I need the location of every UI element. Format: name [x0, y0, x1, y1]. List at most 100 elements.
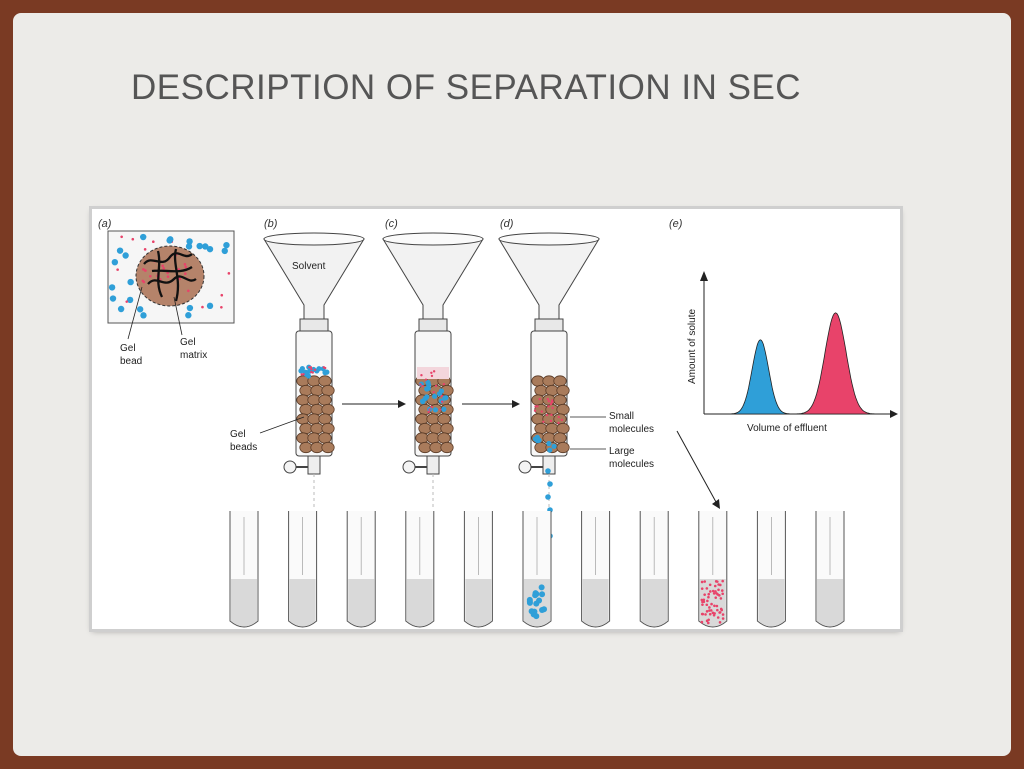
collected-small-molecule [712, 592, 716, 595]
collected-small-molecule [707, 592, 711, 596]
gel-bead [299, 422, 313, 435]
collected-small-molecule [718, 594, 721, 597]
large-molecule-dot [185, 312, 192, 319]
collected-small-molecule [706, 599, 709, 603]
gel-beads-label-1: Gel [230, 429, 246, 440]
small-molecule-dot [300, 373, 303, 376]
small-molecule-dot [125, 300, 129, 303]
gel-bead [307, 413, 321, 425]
test-tube [698, 511, 728, 628]
large-molecule-dot [322, 370, 328, 376]
bead-inner-molecules [141, 253, 190, 293]
small-molecule-dot [302, 373, 305, 376]
collected-small-molecule [708, 606, 711, 609]
test-tube [405, 511, 435, 628]
small-molecule-dot [440, 394, 444, 398]
funnel-rim [263, 232, 365, 246]
large-molecules-label-1: Large [609, 446, 635, 457]
arrow-to-small-tube [676, 430, 717, 503]
collected-small-molecule [703, 580, 707, 583]
gel-bead [437, 432, 451, 444]
gel-bead [307, 432, 321, 444]
collected-small-molecule [702, 598, 706, 602]
funnel [498, 234, 600, 322]
large-molecule-dot [438, 388, 445, 394]
test-tube [815, 511, 845, 628]
gel-bead [426, 432, 440, 444]
small-molecule-dot [550, 413, 553, 417]
falling-large-molecule [545, 468, 551, 474]
gel-bead [534, 441, 548, 454]
tube-liquid [289, 579, 316, 627]
collected-small-molecule [700, 580, 704, 584]
gel-bead [556, 403, 570, 416]
stopcock-handle [402, 460, 416, 474]
small-molecule-dot [308, 366, 311, 369]
tube-liquid [641, 579, 668, 627]
small-molecule-dot [538, 397, 541, 401]
tube-liquid [406, 579, 433, 627]
panel-c-label: (c) [385, 218, 398, 230]
stopcock-body [426, 455, 440, 475]
large-molecule-dot [185, 243, 193, 250]
collected-small-molecule [715, 580, 719, 583]
collected-small-molecule [706, 621, 710, 625]
collected-small-molecule [714, 596, 718, 599]
large-molecule-dot [223, 241, 230, 249]
small-molecule-dot [551, 406, 554, 410]
small-molecule-dot [144, 269, 147, 272]
collected-small-molecule [718, 621, 722, 624]
small-molecule-dot [166, 271, 169, 275]
gel-bead [437, 413, 451, 425]
small-molecule-dot [438, 408, 442, 411]
gel-matrix-lines [143, 248, 197, 302]
gel-bead [310, 441, 324, 454]
small-molecule-dot [430, 374, 434, 378]
tube-liquid [231, 579, 257, 627]
small-molecule-dot [533, 409, 537, 412]
gel-bead [534, 422, 548, 435]
x-axis-label: Volume of effluent [747, 423, 827, 434]
gel-bead [299, 441, 313, 454]
collected-small-molecule [709, 609, 713, 612]
small-molecule-dot [141, 279, 145, 283]
large-molecule-dot [547, 447, 553, 453]
funnel [382, 234, 484, 322]
test-tube [639, 511, 669, 628]
small-molecule-dot [131, 237, 135, 241]
column-b [263, 232, 365, 509]
gel-bead [542, 375, 556, 387]
small-molecule-dot [310, 368, 313, 371]
gel-bead [556, 384, 570, 397]
gel-bead [429, 441, 443, 454]
gel-bead [318, 375, 332, 387]
large-molecule-dot [551, 443, 557, 449]
gel-bead [296, 394, 310, 406]
small-molecule-dot [557, 421, 560, 425]
large-molecule-dot [431, 393, 438, 399]
collected-small-molecule [719, 607, 723, 611]
large-molecule-dot [196, 242, 203, 250]
small-molecule-dot [428, 408, 431, 411]
gel-bead [299, 403, 313, 416]
collected-small-molecule [713, 604, 716, 608]
large-molecule-dot [140, 233, 147, 241]
small-molecule-dot [560, 418, 564, 422]
gel-bead [429, 422, 443, 435]
gel-bead [553, 432, 567, 444]
chromatogram-x-arrow [890, 410, 898, 418]
slide: DESCRIPTION OF SEPARATION IN SEC (a) (b)… [13, 13, 1011, 756]
large-molecule-dot [122, 252, 129, 259]
gel-bead [415, 432, 429, 444]
small-molecule-dot [551, 399, 554, 402]
small-molecule-dot [549, 419, 553, 423]
small-molecules-label-1: Small [609, 411, 634, 422]
collected-small-molecule [708, 583, 712, 587]
gel-bead [556, 441, 570, 454]
collected-small-molecule [721, 613, 725, 616]
small-molecule-dot [434, 384, 438, 388]
panel-b-label: (b) [264, 218, 278, 230]
sec-diagram: (a) (b) (c) (d) (e) Gel bead Gel matrix [98, 218, 898, 628]
closeup-molecules [108, 233, 231, 319]
large-molecule-dot [140, 312, 147, 319]
